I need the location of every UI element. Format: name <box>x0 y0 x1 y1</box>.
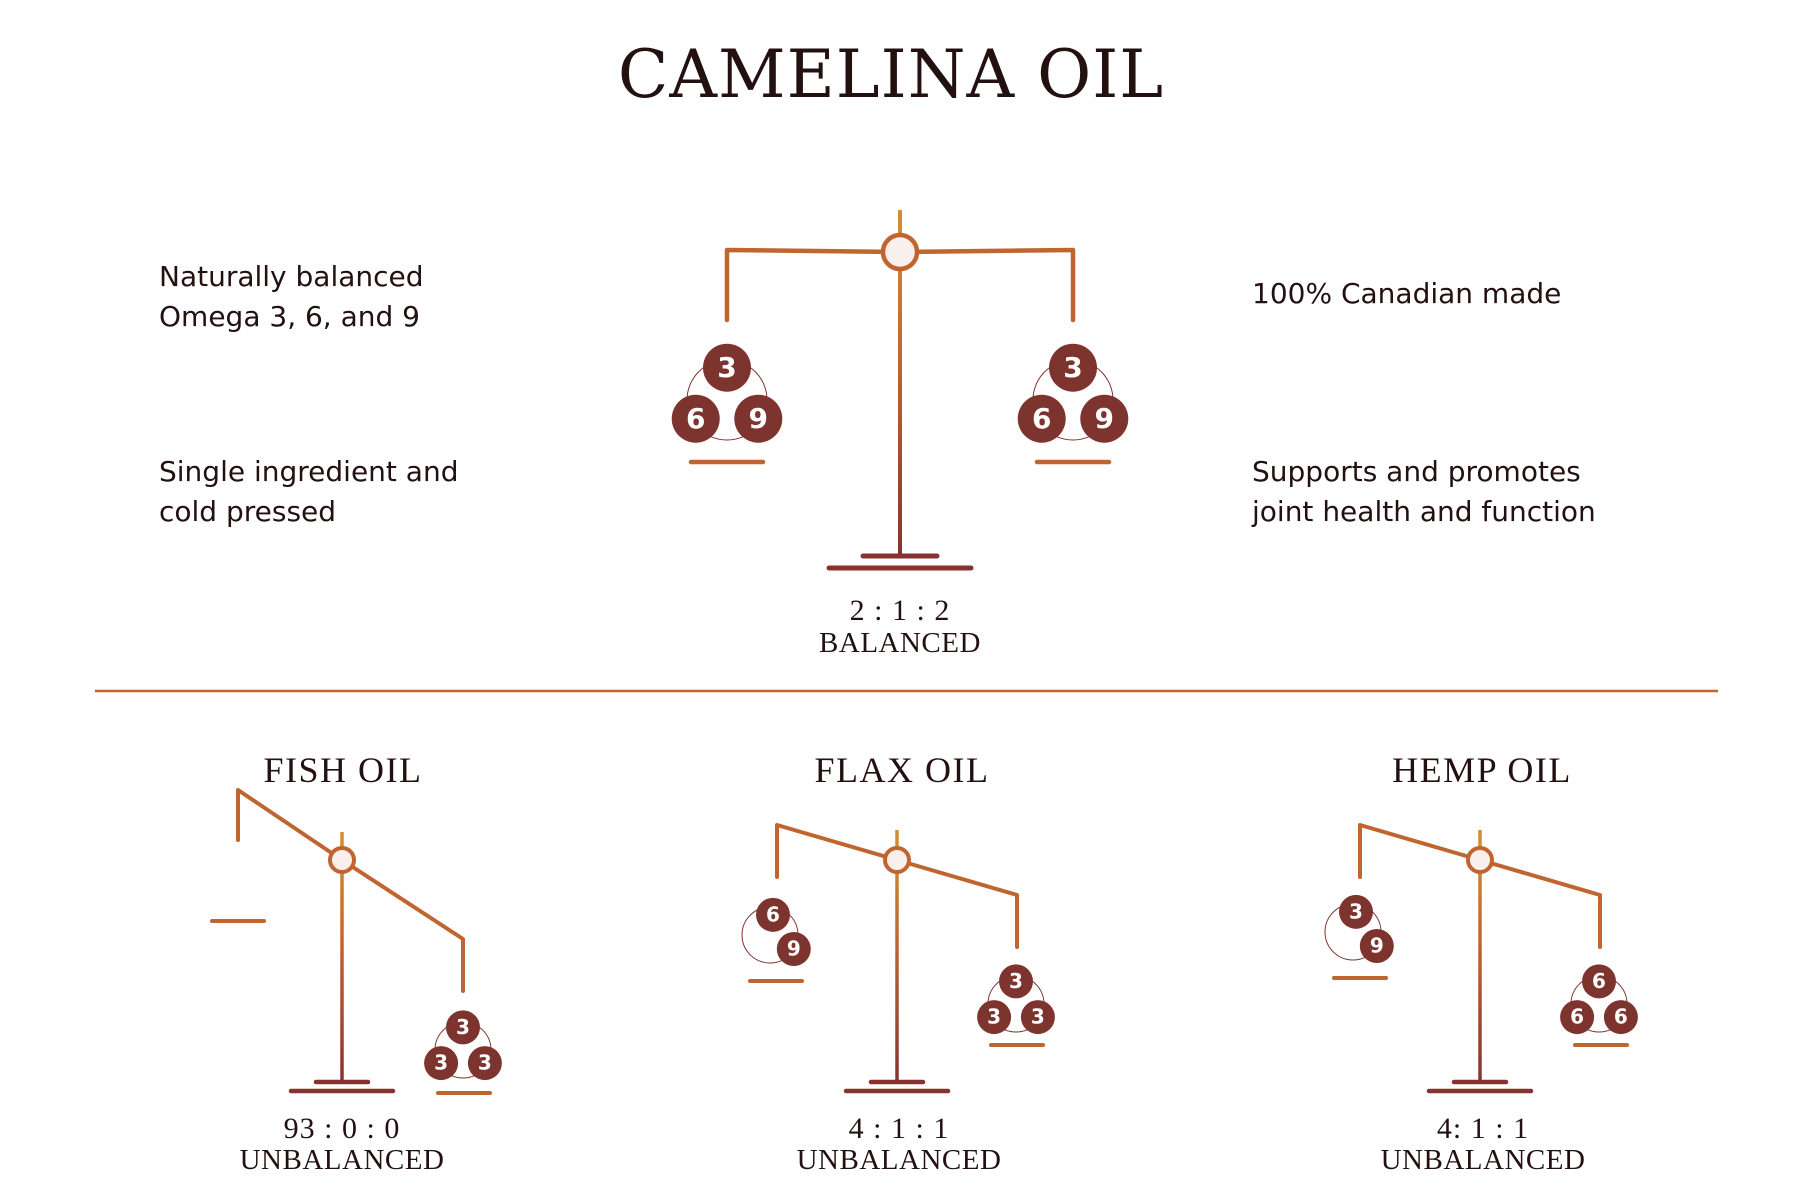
omega-3-bead: 3 <box>446 1010 480 1045</box>
omega-cluster: 39 <box>1324 894 1394 963</box>
omega-bead-label: 9 <box>1095 402 1114 435</box>
omega-9-bead: 9 <box>776 932 811 966</box>
page-title: CAMELINA OIL <box>618 36 1164 113</box>
scale-beam <box>236 788 465 993</box>
omega-bead-circle <box>671 394 720 443</box>
omega-bead-label: 3 <box>456 1015 470 1039</box>
omega-bead-circle <box>703 343 751 392</box>
omega-6-bead: 6 <box>1582 964 1616 999</box>
omega-bead-label: 3 <box>478 1051 492 1075</box>
omega-9-bead: 9 <box>1359 929 1394 963</box>
omega-bead-circle <box>1080 394 1129 443</box>
omega-cluster: 36 9 <box>1017 343 1129 443</box>
omega-bead-label: 9 <box>787 936 801 960</box>
omega-bead-circle <box>1359 929 1394 963</box>
omega-bead-circle <box>1603 1000 1638 1035</box>
omega-6-bead: 6 <box>671 394 720 443</box>
omega-bead-circle <box>1339 894 1373 929</box>
omega-bead-label: 3 <box>1063 351 1082 384</box>
omega-bead-circle <box>1017 394 1066 443</box>
features-left: Naturally balanced Omega 3, 6, and 9 Sin… <box>159 260 458 528</box>
omega-bead-circle <box>734 394 783 443</box>
omega-bead-circle <box>1582 964 1616 999</box>
omega-bead-circle <box>1560 1000 1595 1035</box>
omega-bead-circle <box>776 932 811 966</box>
omega-bead-label: 3 <box>717 351 736 384</box>
omega-bead-label: 6 <box>1570 1005 1584 1029</box>
status-hemp: UNBALANCED <box>1381 1144 1586 1176</box>
omega-bead-circle <box>467 1046 502 1081</box>
omega-3-bead: 3 <box>1049 343 1097 392</box>
omega-bead-circle <box>1049 343 1097 392</box>
scale-pivot <box>1466 846 1494 874</box>
omega-6-bead: 6 <box>1017 394 1066 443</box>
omega-bead-label: 6 <box>1032 402 1051 435</box>
omega-3-bead: 3 <box>977 1000 1012 1035</box>
omega-9-bead: 9 <box>734 394 783 443</box>
omega-6-bead: 6 <box>756 897 790 932</box>
ratio-fish: 93 : 0 : 0 <box>284 1112 401 1145</box>
omega-bead-circle <box>977 1000 1012 1035</box>
features-right: 100% Canadian made Supports and promotes… <box>1251 277 1596 528</box>
omega-bead-circle <box>446 1010 480 1045</box>
omega-bead-circle <box>424 1046 459 1081</box>
feature-text: 100% Canadian made <box>1252 277 1561 310</box>
omega-bead-label: 3 <box>987 1005 1001 1029</box>
omega-bead-label: 9 <box>749 402 768 435</box>
oil-name-flax: FLAX OIL <box>815 750 990 790</box>
scale-pivot <box>880 232 920 272</box>
omega-3-bead: 3 <box>467 1046 502 1081</box>
omega-bead-label: 6 <box>1614 1005 1628 1029</box>
omega-bead-label: 3 <box>1349 899 1363 923</box>
scale-post <box>895 830 899 1082</box>
omega-bead-label: 3 <box>1009 969 1023 993</box>
omega-6-bead: 6 <box>1603 1000 1638 1035</box>
main-ratio: 2 : 1 : 2 <box>850 594 951 627</box>
ratio-hemp: 4: 1 : 1 <box>1437 1112 1529 1145</box>
omega-bead-circle <box>1020 1000 1055 1035</box>
oil-name-hemp: HEMP OIL <box>1392 750 1572 790</box>
status-flax: UNBALANCED <box>797 1144 1002 1176</box>
omega-bead-label: 6 <box>1592 969 1606 993</box>
scale-post <box>898 210 902 556</box>
scale-pivot <box>883 846 911 874</box>
feature-text: Omega 3, 6, and 9 <box>159 300 420 333</box>
oil-name-fish: FISH OIL <box>263 750 422 790</box>
omega-bead-label: 3 <box>1031 1005 1045 1029</box>
omega-bead-label: 9 <box>1370 933 1384 957</box>
scale-pivot <box>328 846 356 874</box>
feature-text: joint health and function <box>1251 495 1596 528</box>
omega-6-bead: 6 <box>1560 1000 1595 1035</box>
scale-post <box>1478 830 1482 1082</box>
feature-text: Single ingredient and <box>159 455 458 488</box>
omega-bead-label: 6 <box>686 402 705 435</box>
omega-3-bead: 3 <box>1020 1000 1055 1035</box>
omega-bead-circle <box>999 964 1033 999</box>
omega-3-bead: 3 <box>703 343 751 392</box>
status-fish: UNBALANCED <box>240 1144 445 1176</box>
feature-text: Naturally balanced <box>159 260 424 293</box>
omega-cluster: 36 9 <box>671 343 783 443</box>
omega-bead-label: 3 <box>434 1051 448 1075</box>
omega-bead-circle <box>756 897 790 932</box>
ratio-flax: 4 : 1 : 1 <box>849 1112 950 1145</box>
omega-bead-label: 6 <box>766 902 780 926</box>
scale-post <box>340 832 344 1082</box>
omega-3-bead: 3 <box>1339 894 1373 929</box>
omega-3-bead: 3 <box>424 1046 459 1081</box>
feature-text: Supports and promotes <box>1252 455 1581 488</box>
omega-3-bead: 3 <box>999 964 1033 999</box>
feature-text: cold pressed <box>159 495 336 528</box>
main-status: BALANCED <box>819 627 981 659</box>
omega-cluster: 69 <box>741 897 811 966</box>
omega-9-bead: 9 <box>1080 394 1129 443</box>
